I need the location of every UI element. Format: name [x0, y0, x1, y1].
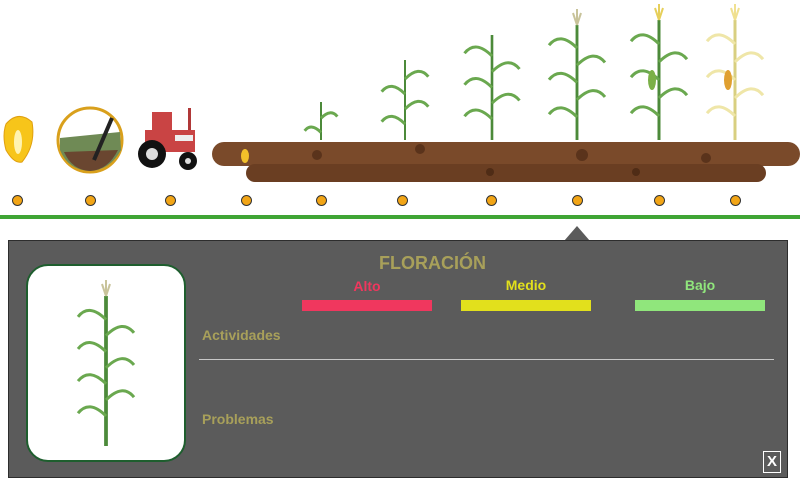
corn-growth-illustration: [3, 4, 800, 182]
stage-dot-vegetativo[interactable]: [397, 195, 408, 206]
level-medio-label: Medio: [505, 277, 547, 293]
flowering-plant-icon: [547, 9, 607, 140]
level-bajo-bar: [635, 300, 765, 311]
grain-filling-plant-icon: [629, 4, 689, 140]
level-alto-label: Alto: [353, 278, 381, 294]
section-divider: [199, 359, 774, 360]
level-alto-bar: [302, 300, 432, 311]
stage-image-card: [26, 264, 186, 462]
stage-dot-floracion[interactable]: [572, 195, 583, 206]
vegetative-plant-icon: [380, 60, 430, 140]
problems-label: Problemas: [202, 411, 274, 427]
germinating-seed-icon: [241, 149, 249, 163]
stage-dot-germinacion[interactable]: [241, 195, 252, 206]
activities-label: Actividades: [202, 327, 281, 343]
tractor-icon: [138, 108, 197, 170]
flowering-plant-image: [76, 280, 136, 446]
stage-dot-crecimiento[interactable]: [486, 195, 497, 206]
soil-preparation-icon: [56, 106, 124, 174]
close-button[interactable]: X: [763, 451, 781, 473]
level-bajo-label: Bajo: [684, 277, 716, 293]
stage-dot-semilla[interactable]: [12, 195, 23, 206]
emergence-plant-icon: [303, 102, 339, 140]
soil-strip: [212, 142, 800, 182]
growing-plant-icon: [463, 35, 521, 140]
card-plant-drawing: [76, 280, 136, 446]
level-medio-bar: [461, 300, 591, 311]
stage-dot-madurez[interactable]: [730, 195, 741, 206]
stage-detail-panel: FLORACIÓN Alto Medio Bajo Actividades Pr…: [8, 240, 788, 478]
stage-dot-siembra[interactable]: [165, 195, 176, 206]
stage-dot-preparacion-suelo[interactable]: [85, 195, 96, 206]
stage-title: FLORACIÓN: [379, 253, 486, 273]
mature-plant-icon: [705, 4, 765, 140]
stage-dot-llenado[interactable]: [654, 195, 665, 206]
timeline-line: [0, 215, 800, 219]
stage-dot-emergencia[interactable]: [316, 195, 327, 206]
panel-pointer: [564, 226, 590, 241]
corn-seed-icon: [3, 116, 34, 163]
